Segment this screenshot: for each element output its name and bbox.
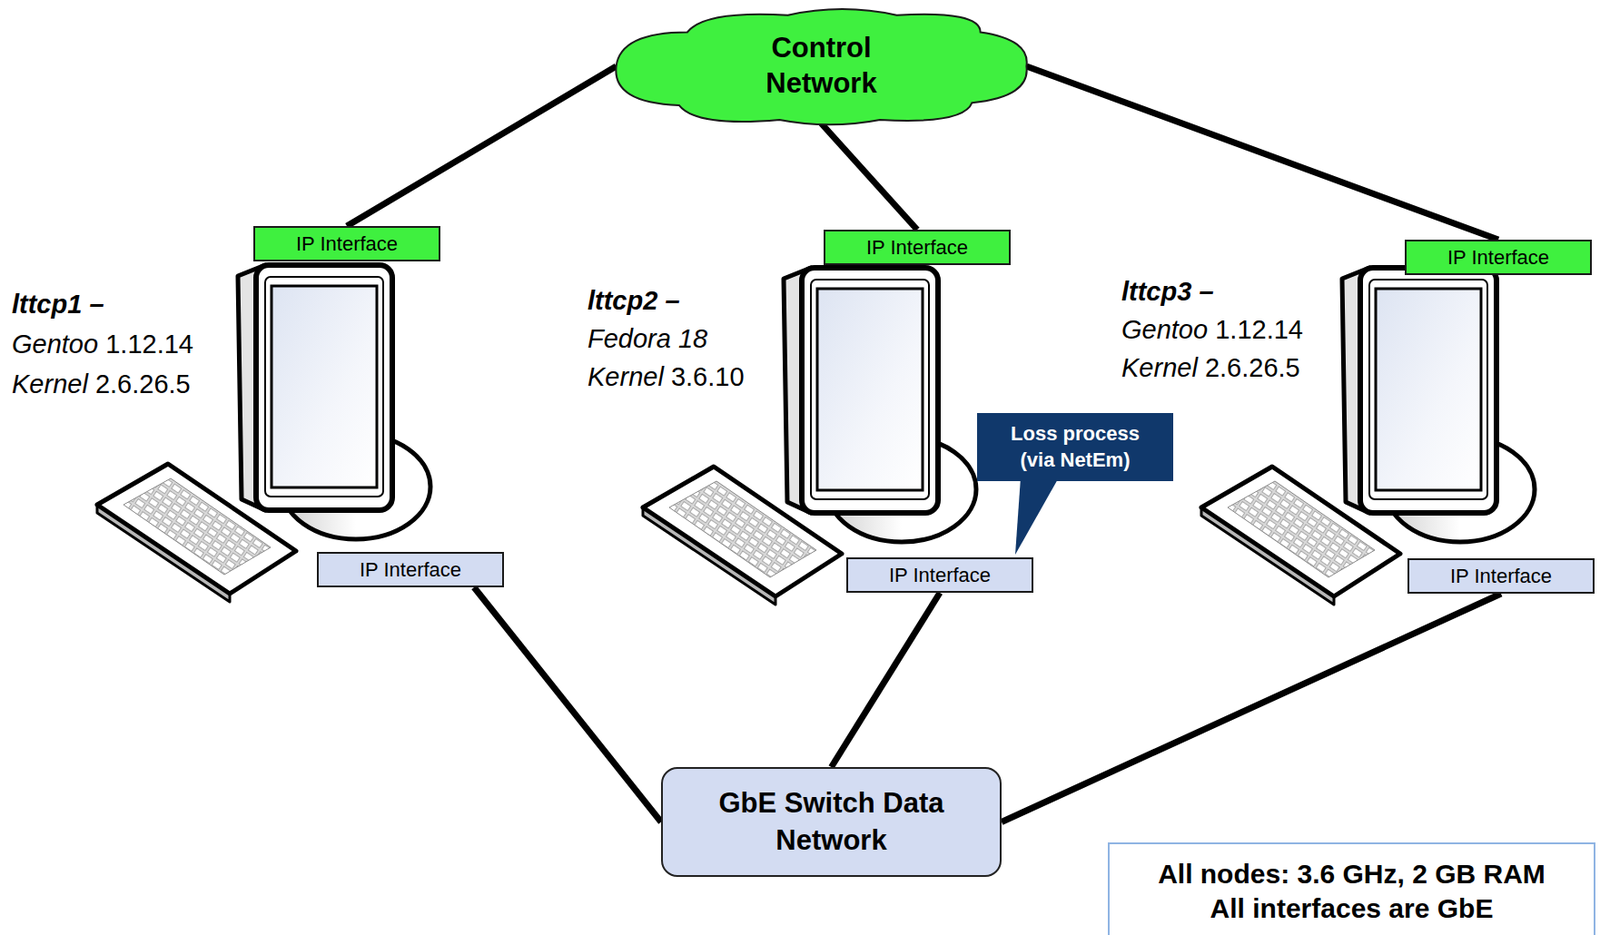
network-link bbox=[831, 592, 941, 768]
interface-box: IP Interface bbox=[1404, 239, 1592, 276]
interface-box: IP Interface bbox=[1407, 558, 1595, 594]
host-label: Kernel 3.6.10 bbox=[587, 361, 745, 394]
node-text: All nodes: 3.6 GHz, 2 GB RAM bbox=[1157, 857, 1546, 892]
interface-box: IP Interface bbox=[316, 552, 504, 588]
network-link bbox=[1026, 66, 1499, 240]
node-text: Loss process (via NetEm) bbox=[1000, 421, 1151, 474]
host-label: lttcp1 – bbox=[11, 288, 105, 321]
interface-box: IP Interface bbox=[846, 557, 1034, 593]
note-box: All nodes: 3.6 GHz, 2 GB RAMAll interfac… bbox=[1107, 842, 1596, 935]
host-label: Gentoo 1.12.14 bbox=[1121, 314, 1304, 346]
node-text: Control Network bbox=[735, 30, 909, 102]
network-link bbox=[1001, 593, 1502, 823]
host-label: lttcp2 – bbox=[587, 285, 681, 317]
callout-tail bbox=[1015, 477, 1059, 555]
node-text: IP Interface bbox=[1450, 564, 1552, 589]
node-text: IP Interface bbox=[866, 236, 968, 260]
host-label: lttcp3 – bbox=[1121, 276, 1215, 308]
host-label: Fedora 18 bbox=[587, 323, 708, 356]
node-text: IP Interface bbox=[1447, 246, 1550, 270]
node-text: IP Interface bbox=[359, 558, 462, 583]
host-label: Kernel 2.6.26.5 bbox=[11, 368, 191, 401]
node-text: All interfaces are GbE bbox=[1210, 891, 1494, 927]
interface-box: IP Interface bbox=[253, 226, 441, 262]
switch-box: GbE Switch Data Network bbox=[661, 767, 1002, 878]
node-text: IP Interface bbox=[296, 232, 398, 257]
cloud-shape bbox=[612, 5, 1031, 128]
network-link bbox=[346, 66, 617, 227]
host-label: Kernel 2.6.26.5 bbox=[1121, 352, 1301, 385]
node-text: IP Interface bbox=[888, 563, 991, 588]
network-link bbox=[474, 587, 662, 823]
host-label: Gentoo 1.12.14 bbox=[11, 328, 194, 361]
network-link bbox=[821, 123, 919, 230]
cloud-network: Control Network bbox=[612, 5, 1031, 128]
computer-icon bbox=[642, 267, 977, 605]
node-text: GbE Switch Data Network bbox=[718, 785, 946, 860]
interface-box: IP Interface bbox=[823, 229, 1011, 266]
callout-box: Loss process (via NetEm) bbox=[977, 413, 1174, 482]
